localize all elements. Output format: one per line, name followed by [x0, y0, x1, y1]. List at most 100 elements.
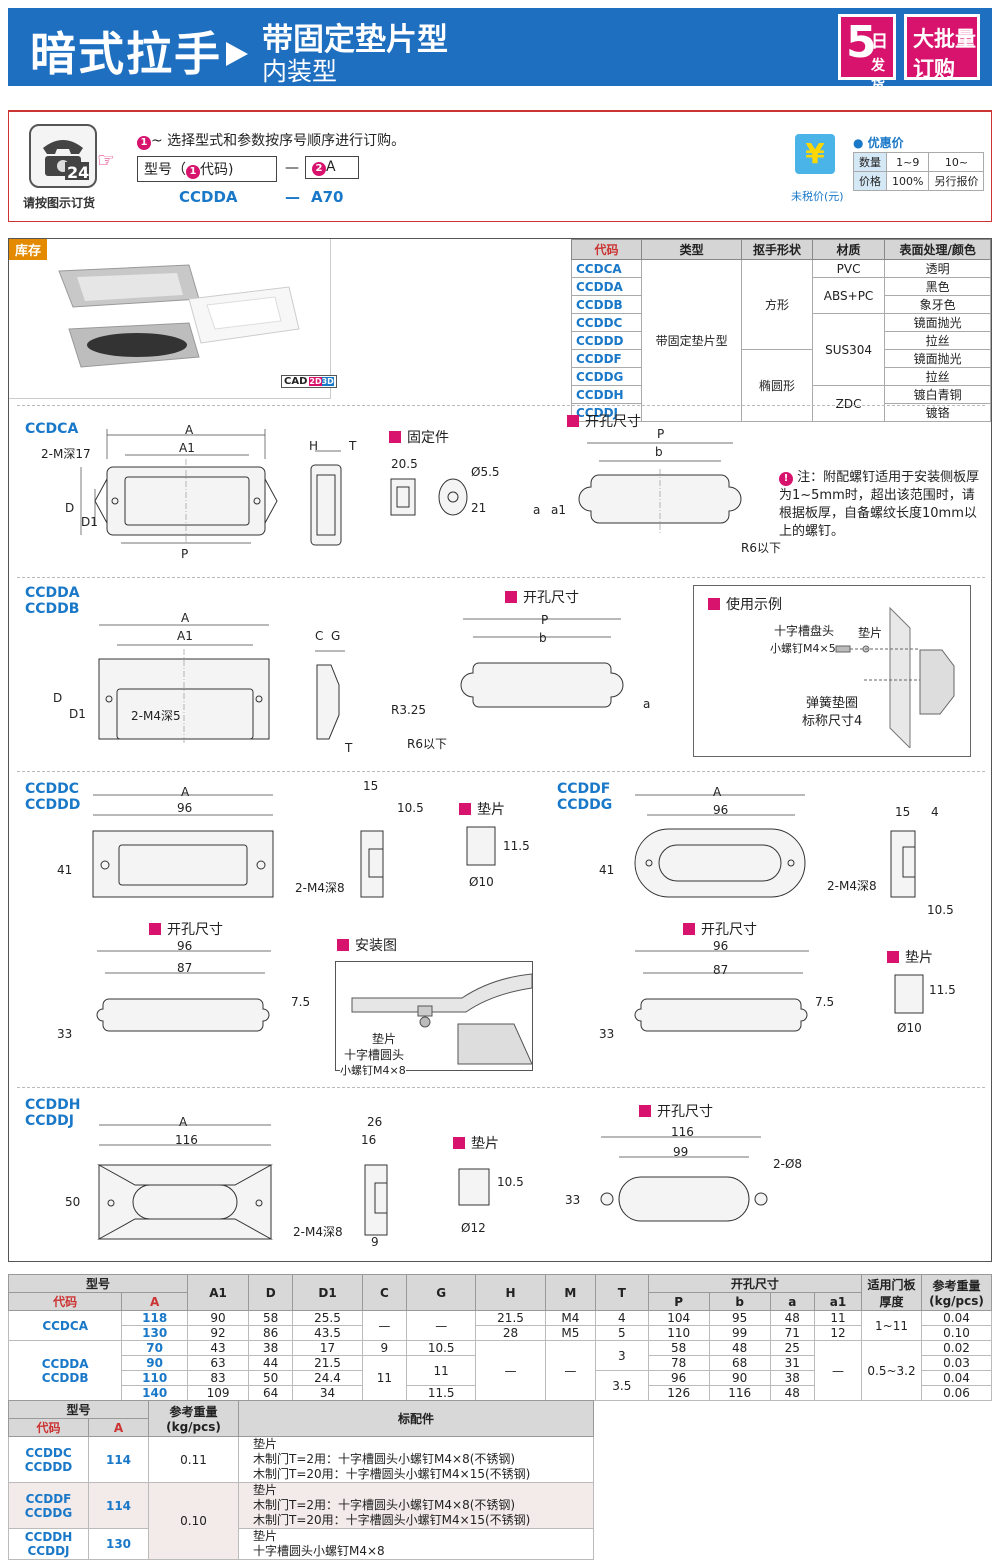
spec-door: 1~11	[861, 1310, 922, 1341]
spec-c: —	[361, 1310, 408, 1341]
spec-h-p: P	[647, 1292, 710, 1311]
product-table-header: 类型	[641, 239, 743, 260]
note-icon: !	[779, 472, 793, 486]
sec2-cutout-title: 开孔尺寸	[505, 587, 579, 607]
sec4-dim-2m: 2-M4深8	[827, 879, 877, 893]
sec3-dim-a: A	[181, 785, 190, 799]
product-finish: 镜面抛光	[884, 349, 991, 368]
sec3-dim-2m: 2-M4深8	[295, 881, 345, 895]
a-label: A	[326, 159, 336, 175]
price-cell: 100%	[885, 171, 930, 191]
sec2-dim-c: C	[315, 629, 324, 643]
spec-h-a1-small: a1	[813, 1292, 863, 1311]
product-material: ZDC	[811, 385, 886, 422]
spec-a: 70	[121, 1340, 189, 1356]
page-subtitle-2: 内装型	[262, 57, 338, 86]
sec3-install-screw: 十字槽圆头	[344, 1048, 405, 1062]
sec5-dim-116: 116	[175, 1133, 198, 1147]
spec-h-a: A	[121, 1292, 189, 1311]
spec-d: 64	[248, 1385, 294, 1401]
sec3-install-screw-2: 小螺钉M4×8	[340, 1062, 406, 1078]
acc-code-1: CCDDC	[25, 1445, 72, 1460]
product-table-header: 代码	[570, 239, 643, 260]
sec2-usage-screw: 十字槽盘头	[774, 624, 835, 638]
sec2-cutout-b: b	[539, 631, 547, 645]
badge-days-unit: 日	[871, 32, 888, 52]
spec-d1: 17	[292, 1340, 363, 1356]
model-label-code: 代码)	[200, 162, 234, 178]
sec1-dim-d: D	[65, 501, 75, 515]
acc-item: 木制门T=2用：十字槽圆头小螺钉M4×8(不锈钢)	[253, 1452, 516, 1466]
sec3-cutout-75: 7.5	[291, 995, 311, 1009]
sec1-dim-t: T	[349, 439, 357, 453]
sec3-dim-105: 10.5	[397, 801, 424, 815]
spec-a1: 63	[187, 1355, 250, 1371]
spec-h-c: C	[361, 1274, 408, 1311]
spec-d: 50	[248, 1370, 294, 1386]
spec-a1: 43	[187, 1340, 250, 1356]
sec1-fixture-dim-20: 20.5	[391, 457, 418, 471]
page-title: 暗式拉手	[30, 27, 222, 81]
product-code: CCDDD	[570, 331, 643, 350]
phone-label: 请按图示订货	[23, 196, 96, 210]
page-subtitle: 带固定垫片型	[262, 22, 448, 58]
spec-g: —	[406, 1310, 477, 1341]
spec-h-h: H	[475, 1274, 546, 1311]
sec2-code-1: CCDDA	[25, 585, 80, 601]
sec5-pad-d12: Ø12	[461, 1221, 486, 1235]
sec1-note-text: 注：附配螺钉适用于安装侧板厚为1~5mm时，超出该范围时，请根据板厚，自备螺纹长…	[779, 470, 980, 539]
acc-item: 木制门T=20用：十字槽圆头小螺钉M4×15(不锈钢)	[253, 1513, 531, 1527]
spec-h-d: D	[248, 1274, 294, 1311]
acc-a: 114	[88, 1482, 149, 1529]
sec4-cutout-75: 7.5	[815, 995, 835, 1009]
sec1-dim-d1: D1	[81, 515, 98, 529]
acc-item: 木制门T=2用：十字槽圆头小螺钉M4×8(不锈钢)	[253, 1498, 516, 1512]
example-code: CCDDA	[179, 188, 238, 206]
spec-a: 90	[121, 1355, 189, 1371]
sec3-cutout-33: 33	[57, 1027, 73, 1041]
spec-weight: 0.04	[921, 1310, 992, 1326]
sec3-cutout-drawing	[96, 950, 271, 1032]
acc-items: 垫片木制门T=2用：十字槽圆头小螺钉M4×8(不锈钢)木制门T=20用：十字槽圆…	[238, 1436, 594, 1483]
sec2-cutout-a: a	[643, 697, 651, 711]
stock-label: 库存	[9, 239, 48, 260]
yen-icon: ¥	[795, 134, 835, 174]
spec-a: 130	[121, 1325, 189, 1341]
sec4-code-2: CCDDG	[557, 797, 613, 813]
badge-days-text: 发货	[871, 58, 885, 94]
spec-h-a-small: a	[769, 1292, 815, 1311]
acc-a: 130	[88, 1528, 149, 1560]
spec-b: 90	[708, 1370, 771, 1386]
sec1-cutout-a1: a1	[551, 503, 566, 517]
spec-a1: 83	[187, 1370, 250, 1386]
example-a: A70	[311, 188, 344, 206]
spec-p: 96	[647, 1370, 710, 1386]
spec-p: 58	[647, 1340, 710, 1356]
title-arrow-icon	[226, 42, 248, 66]
spec-h-d1: D1	[292, 1274, 363, 1311]
sec3-front-view	[92, 794, 384, 898]
sec2-usage-spring: 弹簧垫圈	[806, 696, 859, 711]
badge-bulk-line2: 订购	[913, 57, 955, 81]
sec4-cutout-87: 87	[713, 963, 729, 977]
spec-code-1: CCDDA	[41, 1356, 89, 1371]
sec4-dim-15: 15	[895, 805, 911, 819]
spec-d1: 25.5	[292, 1310, 363, 1326]
spec-h-m: M	[544, 1274, 596, 1311]
acc-h-code: 代码	[8, 1418, 89, 1437]
sec3-code-2: CCDDD	[25, 797, 81, 813]
spec-a1: 92	[187, 1325, 250, 1341]
acc-code-2: CCDDJ	[27, 1544, 70, 1558]
sec5-cutout-33: 33	[565, 1193, 581, 1207]
sec5-front-view	[97, 1124, 388, 1240]
product-code: CCDDF	[570, 349, 643, 368]
sec2-usage-pad: 垫片	[858, 626, 883, 640]
price-title: ● 优惠价	[853, 136, 904, 150]
